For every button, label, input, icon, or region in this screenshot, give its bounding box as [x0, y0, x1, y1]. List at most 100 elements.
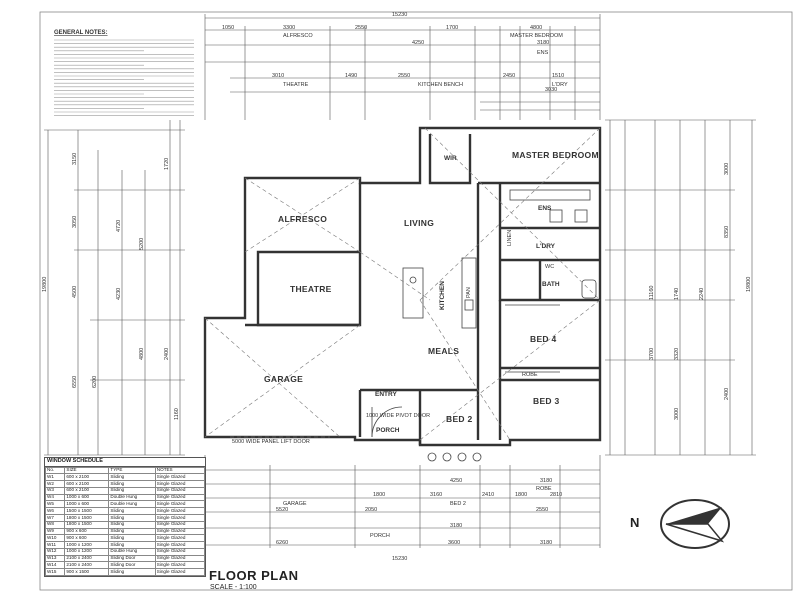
table-cell: 1000 x 600: [64, 500, 110, 509]
dim-label-robe: ROBE: [536, 486, 552, 492]
dim-label-ens: ENS: [537, 50, 549, 56]
dim-label-porch: PORCH: [370, 533, 390, 539]
col-no: No.: [44, 466, 66, 475]
table-cell: Single Glazed: [154, 554, 206, 563]
label-porch: PORCH: [376, 427, 400, 434]
label-entry: ENTRY: [375, 391, 397, 398]
dim-label-master: MASTER BEDROOM: [510, 33, 563, 39]
table-cell: 600 x 2100: [64, 486, 110, 495]
table-cell: Single Glazed: [154, 561, 206, 570]
north-arrow-icon: [660, 499, 730, 549]
walls: [203, 126, 602, 447]
table-cell: Sliding Door: [108, 554, 156, 563]
table-cell: Double Hung: [108, 500, 156, 509]
dim-right-8: 3000: [674, 408, 680, 420]
dim-label-garage: GARAGE: [283, 501, 307, 507]
bottom-dimensions: 4250 3180 1800 3160 2410 1800 2810 5520 …: [204, 455, 601, 562]
north-label: N: [630, 515, 640, 530]
label-master-bedroom: MASTER BEDROOM: [512, 150, 599, 160]
table-cell: Single Glazed: [154, 527, 206, 536]
table-cell: 1000 x 600: [64, 493, 110, 502]
general-notes: GENERAL NOTES:: [54, 30, 194, 116]
dim-bottom3-3: 3180: [540, 540, 552, 546]
dim-bottom1-3: 1800: [373, 492, 385, 498]
label-ens: ENS: [538, 205, 552, 212]
table-cell: W8: [44, 520, 66, 529]
floor-plan-title: FLOOR PLAN: [209, 568, 299, 583]
dim-bottom-overall: 15230: [392, 556, 407, 562]
dim-label-bed2: BED 2: [450, 501, 466, 507]
dim-top-2: 3300: [283, 25, 295, 31]
right-dimensions: 19800 3000 8350 2240 11160 1740 3700 332…: [605, 119, 756, 456]
dim-label-theatre: THEATRE: [283, 82, 309, 88]
label-ldry: L'DRY: [536, 243, 556, 250]
table-cell: W3: [44, 486, 66, 495]
col-size: SIZE: [64, 466, 110, 475]
dim-bottom3-1: 6260: [276, 540, 288, 546]
table-cell: 1000 x 1200: [64, 541, 110, 549]
table-cell: W15: [44, 568, 66, 576]
table-cell: W13: [44, 554, 66, 563]
table-cell: 900 x 600: [64, 534, 110, 543]
table-cell: Double Hung: [108, 493, 156, 502]
table-cell: Single Glazed: [154, 513, 206, 522]
table-cell: W9: [44, 527, 66, 536]
dim-right-2: 8350: [724, 226, 730, 238]
table-cell: Sliding: [108, 513, 156, 522]
label-pantry: PAN: [466, 287, 472, 298]
dim-top3-5: 1510: [552, 73, 564, 79]
dim-top-3: 2550: [355, 25, 367, 31]
table-cell: 900 x 600: [64, 527, 110, 536]
label-linen: LINEN: [507, 230, 513, 246]
dim-right-3: 2240: [699, 288, 705, 300]
table-cell: Sliding: [108, 534, 156, 543]
table-cell: W6: [44, 507, 66, 515]
general-notes-title: GENERAL NOTES:: [54, 30, 108, 36]
table-cell: 2100 x 2400: [64, 561, 110, 570]
dim-bottom1-7: 2810: [550, 492, 562, 498]
dim-right-5: 1740: [674, 288, 680, 300]
label-bed-3: BED 3: [533, 396, 560, 406]
label-pivot-door: 1000 WIDE PIVOT DOOR: [366, 413, 430, 419]
dim-right-7: 3320: [674, 348, 680, 360]
table-cell: 2100 x 2400: [64, 554, 110, 563]
dim-left-5: 6200: [92, 376, 98, 388]
table-cell: Double Hung: [108, 547, 156, 556]
table-cell: W5: [44, 500, 66, 509]
table-cell: Sliding Door: [108, 561, 156, 570]
table-cell: 600 x 2100: [64, 480, 110, 488]
table-cell: Sliding: [108, 486, 156, 495]
dim-top3-6: 3030: [545, 87, 557, 93]
label-garage: GARAGE: [264, 374, 303, 384]
dim-bottom1-6: 1800: [515, 492, 527, 498]
dim-left-10: 5200: [139, 238, 145, 250]
dim-overall-depth-left: 19800: [42, 277, 48, 292]
table-cell: Sliding: [108, 473, 156, 482]
label-wc: WC: [545, 264, 554, 270]
landscape-shrubs: [427, 452, 482, 462]
table-cell: Single Glazed: [154, 520, 206, 529]
roof-lines: [204, 127, 601, 441]
table-cell: Single Glazed: [154, 541, 206, 549]
table-cell: Sliding: [108, 507, 156, 515]
dim-left-3: 4500: [72, 286, 78, 298]
table-cell: 600 x 2100: [64, 473, 110, 482]
table-cell: Single Glazed: [154, 568, 206, 576]
dim-top-5: 4800: [530, 25, 542, 31]
table-cell: W14: [44, 561, 66, 570]
dim-bottom1-4: 3160: [430, 492, 442, 498]
table-cell: Sliding: [108, 568, 156, 576]
dim-left-9: 2400: [164, 348, 170, 360]
dim-bottom3-2: 3600: [448, 540, 460, 546]
dim-right-4: 11160: [649, 286, 655, 300]
table-cell: 900 x 1500: [64, 568, 110, 576]
